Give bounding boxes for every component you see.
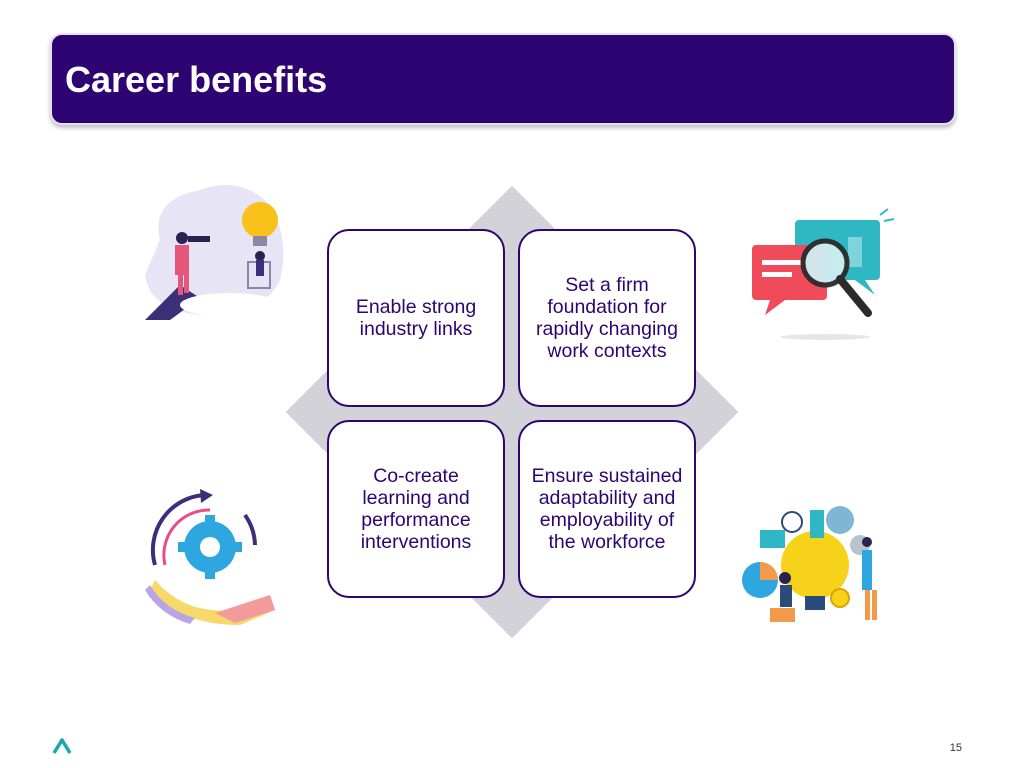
card-text: Enable strong industry links	[355, 296, 477, 340]
cycle-gear-icon	[145, 489, 275, 625]
card-text: Co-create learning and performance inter…	[360, 465, 472, 553]
page-number: 15	[949, 742, 962, 754]
card-co-create: Co-create learning and performance inter…	[327, 420, 505, 598]
title-bar: Career benefits	[50, 33, 956, 125]
vision-illustration-icon	[145, 185, 284, 320]
slide-title: Career benefits	[65, 59, 328, 100]
magnifier-chat-icon	[752, 208, 895, 340]
brand-logo-icon	[52, 738, 72, 754]
card-text: Set a firm foundation for rapidly changi…	[535, 274, 678, 362]
card-industry-links: Enable strong industry links	[327, 229, 505, 407]
card-adaptability: Ensure sustained adaptability and employ…	[518, 420, 696, 598]
card-text: Ensure sustained adaptability and employ…	[531, 465, 683, 553]
teamwork-ideas-icon	[742, 506, 877, 622]
card-firm-foundation: Set a firm foundation for rapidly changi…	[518, 229, 696, 407]
